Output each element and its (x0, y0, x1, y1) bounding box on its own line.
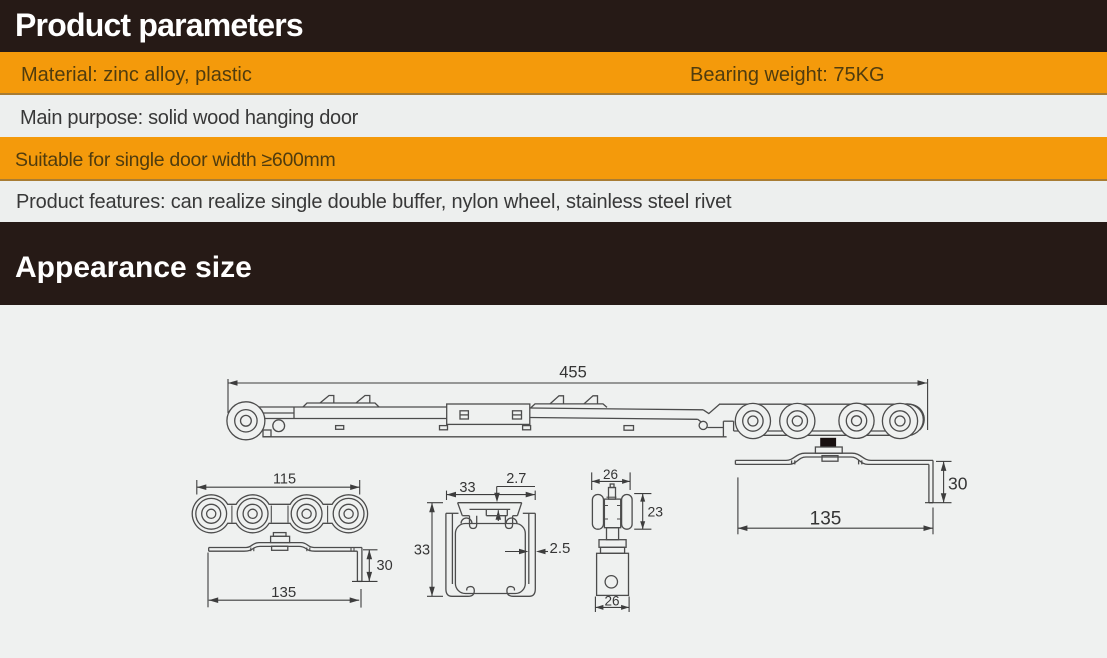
svg-text:135: 135 (271, 584, 296, 601)
svg-text:26: 26 (604, 594, 619, 609)
svg-text:455: 455 (559, 364, 587, 382)
svg-text:26: 26 (603, 467, 618, 482)
svg-text:2.7: 2.7 (506, 471, 526, 487)
svg-text:33: 33 (414, 543, 430, 559)
svg-text:30: 30 (948, 474, 968, 494)
svg-text:23: 23 (648, 504, 664, 520)
svg-text:115: 115 (273, 472, 296, 488)
svg-text:30: 30 (377, 558, 393, 574)
svg-text:135: 135 (810, 509, 842, 530)
svg-text:33: 33 (459, 480, 475, 496)
svg-text:2.5: 2.5 (550, 540, 571, 557)
